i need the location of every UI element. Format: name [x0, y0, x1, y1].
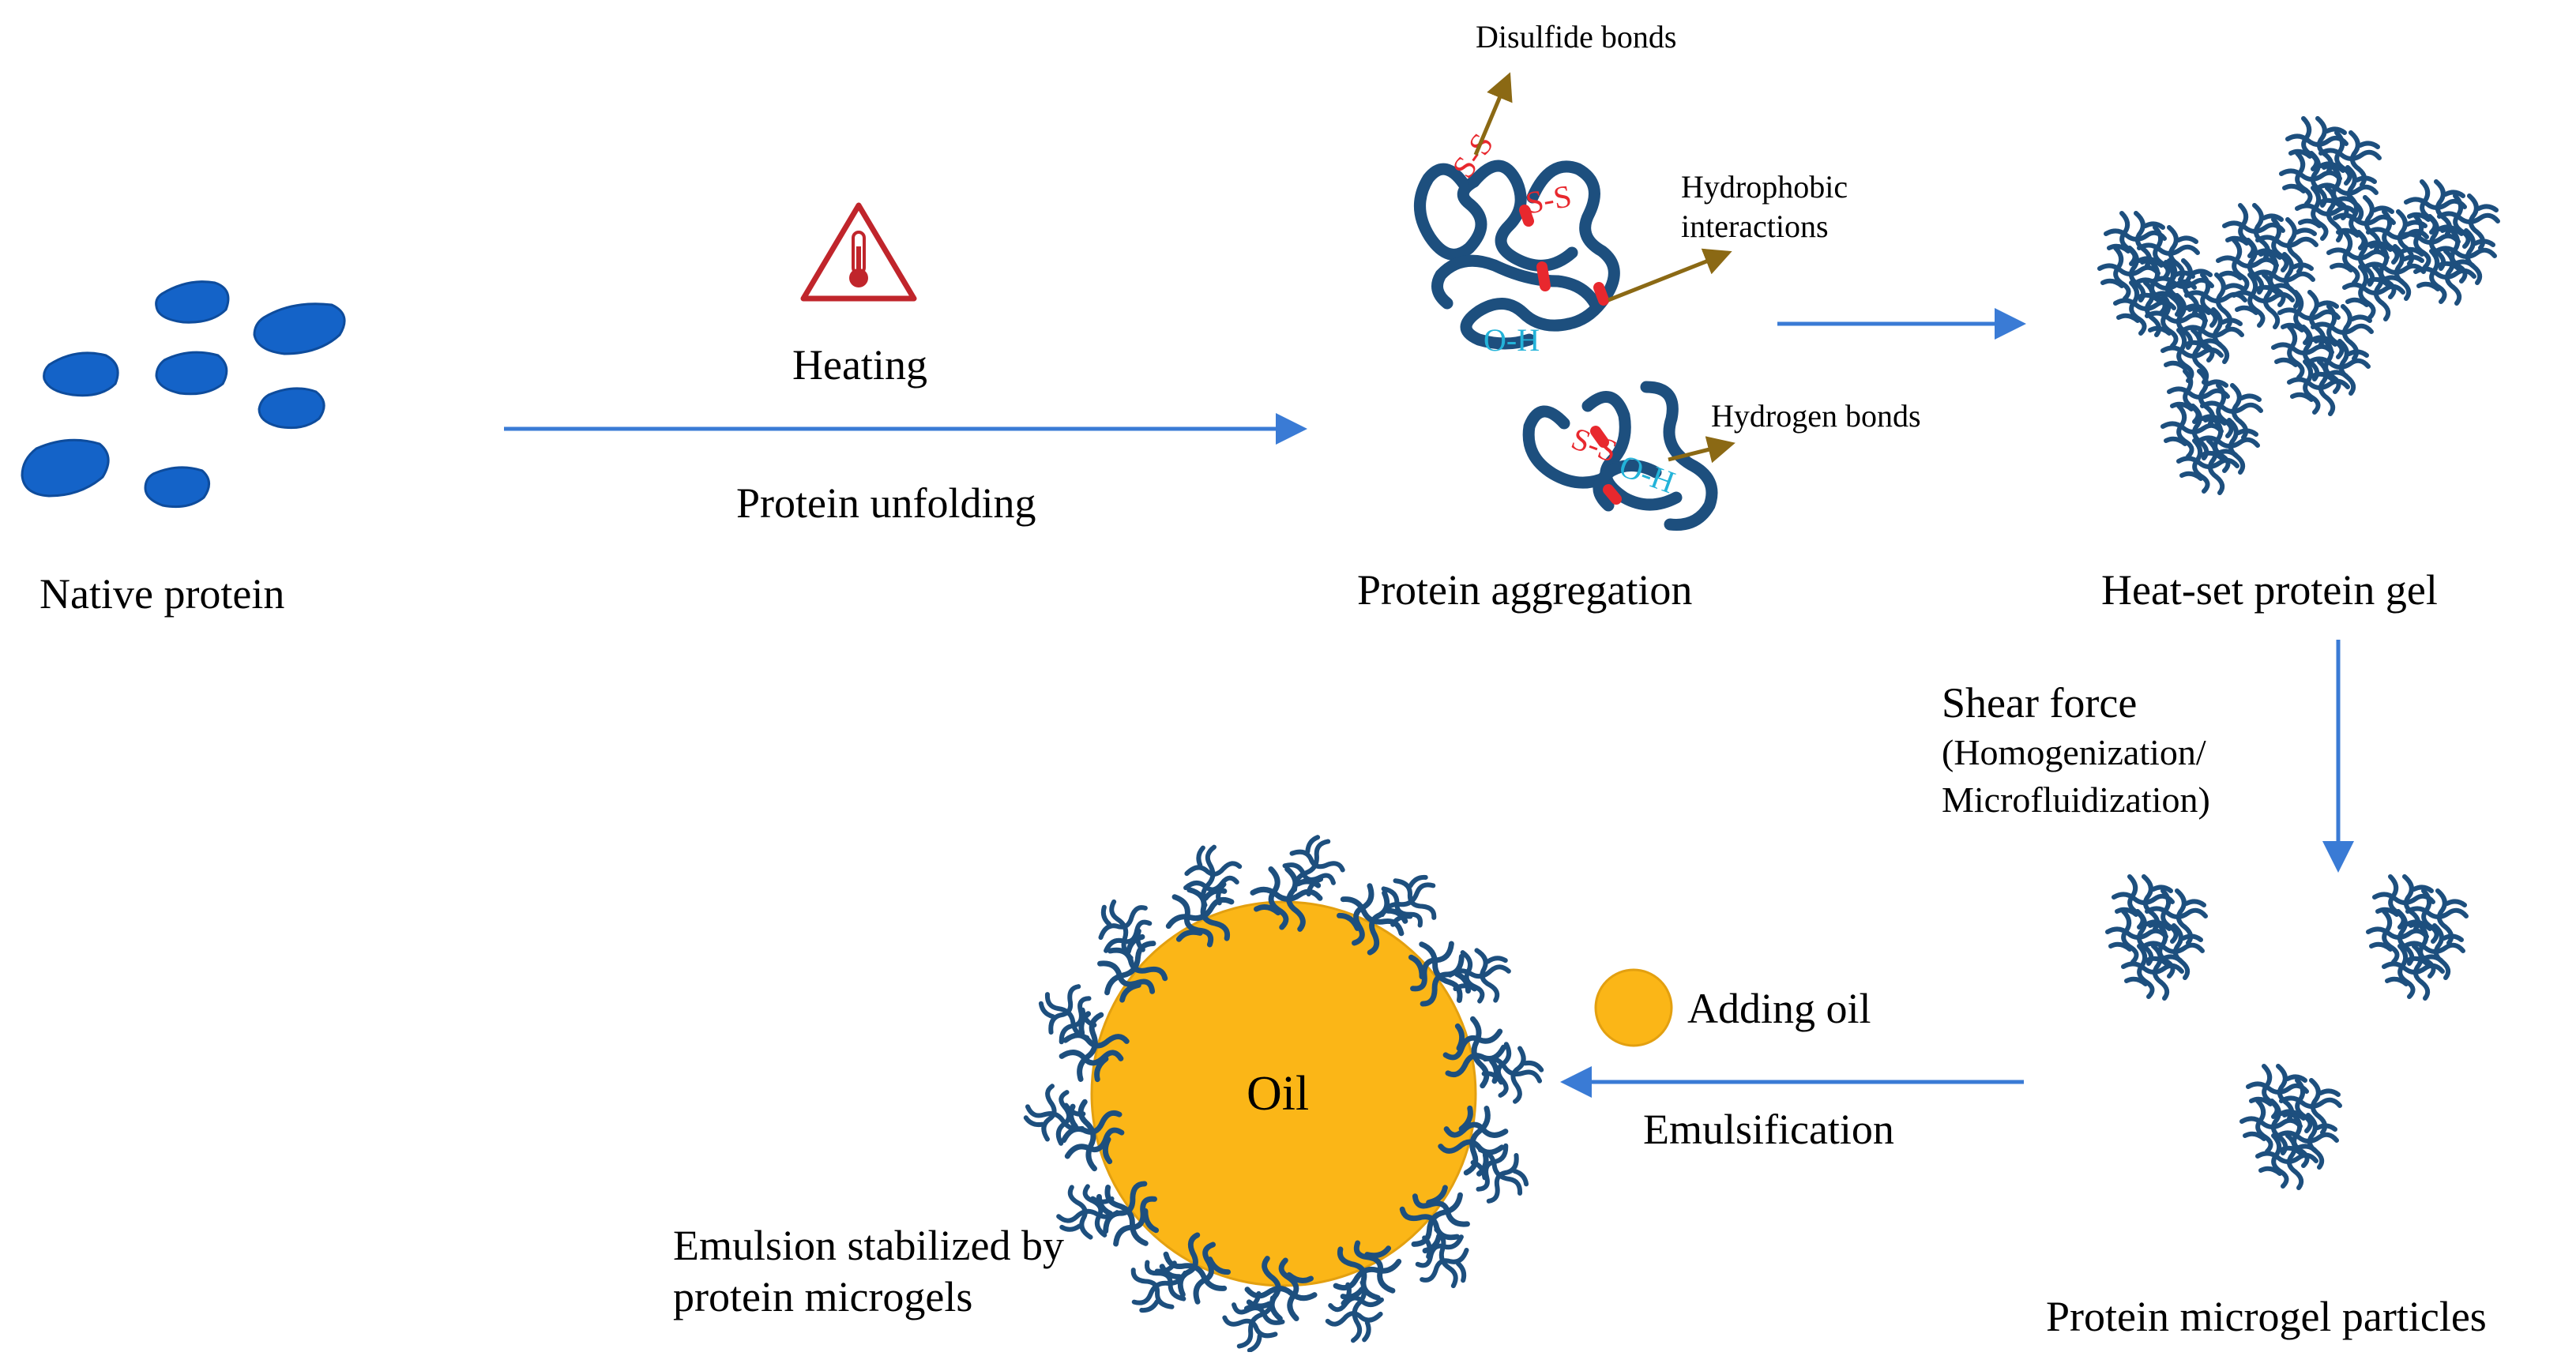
oil-label: Oil [1247, 1067, 1309, 1121]
heat-set-gel-network [2100, 118, 2498, 493]
native-protein-blobs [21, 280, 346, 509]
homogenization-label: (Homogenization/ [1942, 732, 2206, 772]
microgel-cluster [1407, 1223, 1476, 1296]
pointer-hydrophobic [1608, 248, 1732, 302]
ss-bond-label-2: S-S [1523, 178, 1574, 220]
adding-oil-label: Adding oil [1687, 985, 1871, 1032]
unfolded-protein-chain-lower [1522, 381, 1718, 531]
pointer-disulfide [1473, 72, 1513, 156]
oil-droplet-icon [1594, 968, 1673, 1047]
protein-blob [155, 351, 228, 396]
microgel-cluster [1185, 845, 1241, 907]
microgel-cluster [1476, 1039, 1547, 1106]
emulsion-label-line1: Emulsion stabilized by [673, 1222, 1064, 1269]
protein-blob [21, 438, 110, 498]
protein-blob [144, 466, 210, 509]
heat-set-gel-label: Heat-set protein gel [2101, 566, 2438, 614]
microgel-cluster [1021, 1081, 1092, 1148]
microgel-cluster [1090, 892, 1160, 965]
disulfide-links-lower [1590, 426, 1622, 505]
protein-microgel-particles [2108, 877, 2466, 1188]
microgel-particles-label: Protein microgel particles [2046, 1293, 2487, 1340]
shear-force-label: Shear force [1942, 679, 2137, 727]
hydrophobic-label-line1: Hydrophobic [1681, 169, 1848, 205]
protein-blob [253, 302, 346, 355]
native-protein-label: Native protein [39, 570, 284, 618]
protein-unfolding-label: Protein unfolding [736, 479, 1036, 527]
microgel-cluster [1326, 1280, 1382, 1343]
hydrogen-bonds-label: Hydrogen bonds [1711, 398, 1921, 434]
disulfide-links-upper [1519, 205, 1609, 306]
protein-blob [43, 351, 119, 397]
hydrophobic-label-line2: interactions [1681, 208, 1829, 244]
oil-droplet [1090, 900, 1477, 1287]
disulfide-bonds-label: Disulfide bonds [1476, 19, 1676, 54]
pointer-hydrogen [1668, 436, 1736, 464]
emulsification-label: Emulsification [1643, 1106, 1894, 1153]
unfolded-protein-chain-upper [1414, 160, 1620, 350]
protein-blob [155, 280, 230, 324]
heat-warning-icon [800, 202, 917, 302]
heating-label: Heating [792, 341, 927, 389]
oh-bond-label-1: O-H [1484, 322, 1540, 358]
emulsion-label-line2: protein microgels [673, 1273, 972, 1320]
protein-aggregation-label: Protein aggregation [1357, 566, 1692, 614]
protein-blob [258, 387, 325, 430]
microfluidization-label: Microfluidization) [1942, 779, 2210, 820]
